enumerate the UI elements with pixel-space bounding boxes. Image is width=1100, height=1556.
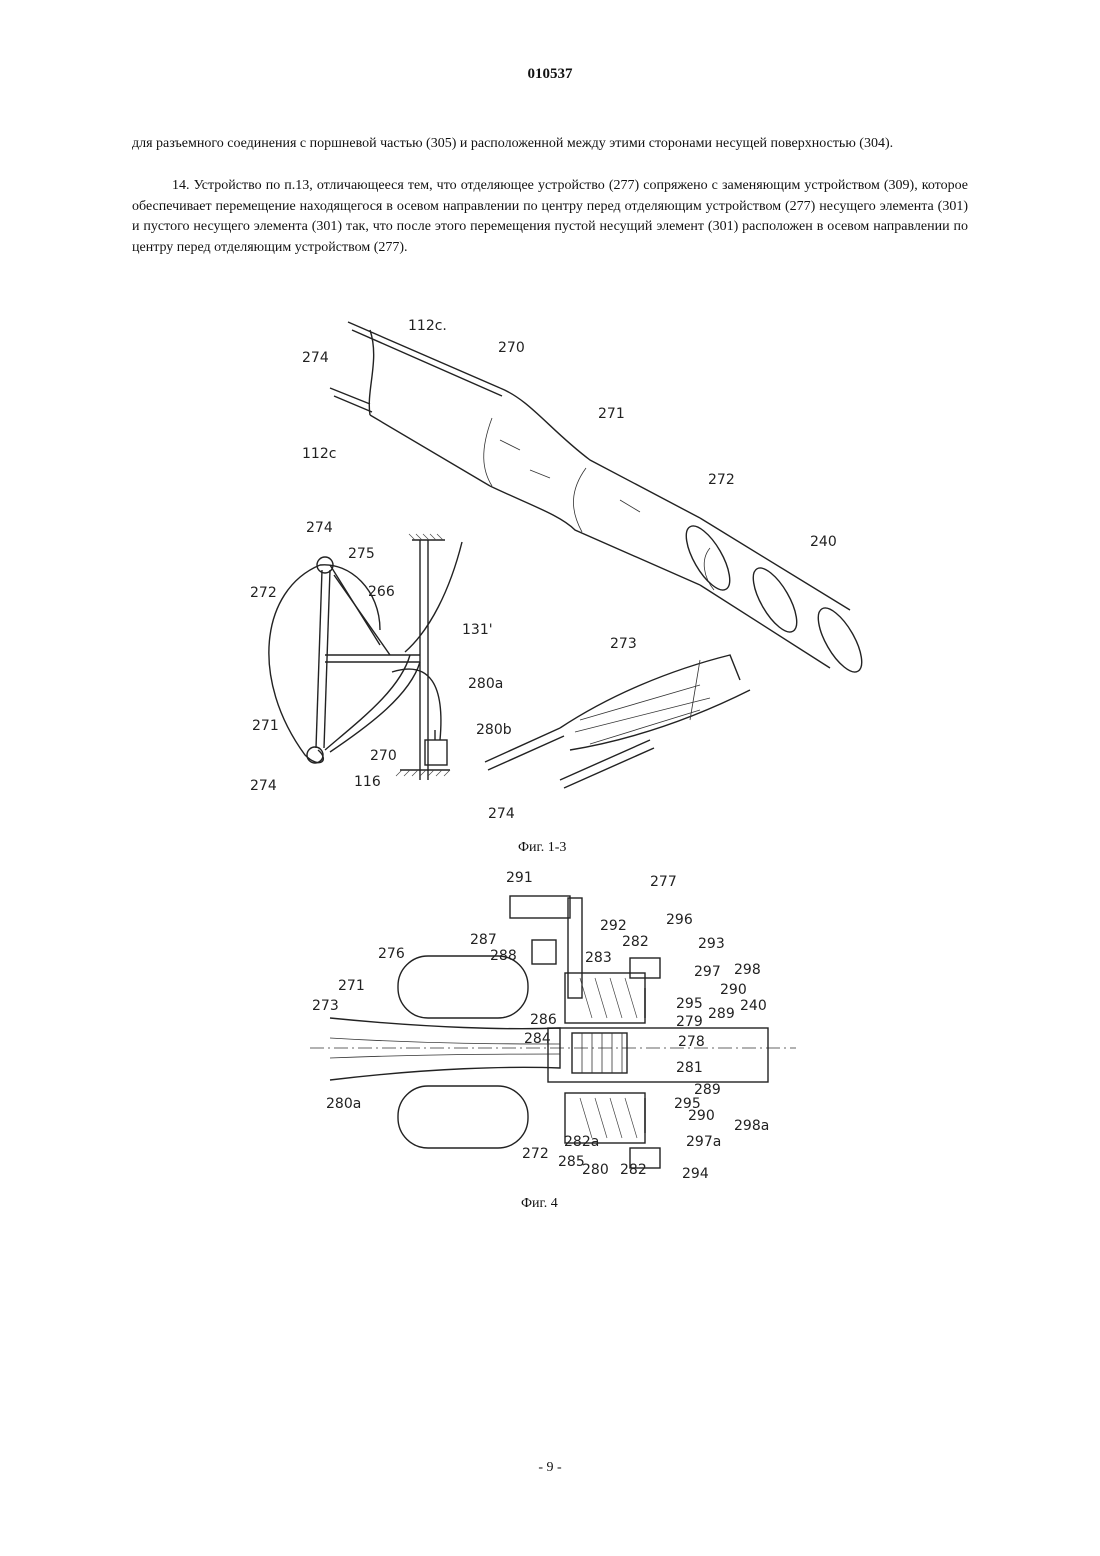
- page-number: - 9 -: [0, 1460, 1100, 1476]
- label-272: 272: [522, 1146, 549, 1162]
- label-273: 273: [610, 636, 637, 652]
- label-277: 277: [650, 874, 677, 890]
- label-286: 286: [530, 1012, 557, 1028]
- figure-4-caption: Фиг. 4: [521, 1196, 558, 1212]
- label-112c-b: 112c: [302, 446, 336, 462]
- label-271: 271: [338, 978, 365, 994]
- label-272-b: 272: [250, 585, 277, 601]
- label-270-b: 270: [370, 748, 397, 764]
- figure-1-3-drawing: 112c. 274 270 112c 271 272 240 274 275 2…: [230, 300, 890, 830]
- document-number: 010537: [0, 66, 1100, 83]
- side-view-drawing: [269, 534, 462, 780]
- label-271-b: 271: [252, 718, 279, 734]
- label-280: 280: [582, 1162, 609, 1178]
- label-274-b: 274: [306, 520, 333, 536]
- label-274-a: 274: [302, 350, 329, 366]
- label-295-a: 295: [676, 996, 703, 1012]
- label-280a: 280a: [326, 1096, 361, 1112]
- label-272-a: 272: [708, 472, 735, 488]
- label-294: 294: [682, 1166, 709, 1182]
- label-240: 240: [740, 998, 767, 1014]
- label-276: 276: [378, 946, 405, 962]
- label-112c-top: 112c.: [408, 318, 447, 334]
- label-289-a: 289: [708, 1006, 735, 1022]
- label-273: 273: [312, 998, 339, 1014]
- paragraph-continuation: для разъемного соединения с поршневой ча…: [132, 134, 968, 155]
- label-271-a: 271: [598, 406, 625, 422]
- label-278: 278: [678, 1034, 705, 1050]
- label-282-b: 282: [620, 1162, 647, 1178]
- sack-drawing: [485, 655, 750, 788]
- label-270-a: 270: [498, 340, 525, 356]
- label-116: 116: [354, 774, 381, 790]
- funnel-tube-drawing: [330, 322, 870, 678]
- label-287: 287: [470, 932, 497, 948]
- label-296: 296: [666, 912, 693, 928]
- label-282a: 282a: [564, 1134, 599, 1150]
- paragraph-claim-14: 14. Устройство по п.13, отличающееся тем…: [132, 176, 968, 258]
- label-285: 285: [558, 1154, 585, 1170]
- label-283: 283: [585, 950, 612, 966]
- label-290-a: 290: [720, 982, 747, 998]
- label-293: 293: [698, 936, 725, 952]
- label-290-b: 290: [688, 1108, 715, 1124]
- label-274-c: 274: [250, 778, 277, 794]
- label-288: 288: [490, 948, 517, 964]
- label-280a: 280a: [468, 676, 503, 692]
- label-279: 279: [676, 1014, 703, 1030]
- label-282-a: 282: [622, 934, 649, 950]
- figure-4-drawing: 291 277 292 296 287 282 293 288 283 297 …: [310, 868, 800, 1188]
- figure-1-3-caption: Фиг. 1-3: [518, 840, 566, 856]
- label-292: 292: [600, 918, 627, 934]
- label-280b: 280b: [476, 722, 512, 738]
- label-297: 297: [694, 964, 721, 980]
- label-275: 275: [348, 546, 375, 562]
- label-284: 284: [524, 1031, 551, 1047]
- label-291: 291: [506, 870, 533, 886]
- label-274-d: 274: [488, 806, 515, 822]
- label-266: 266: [368, 584, 395, 600]
- label-240: 240: [810, 534, 837, 550]
- label-298: 298: [734, 962, 761, 978]
- label-131: 131': [462, 622, 493, 638]
- label-297a: 297a: [686, 1134, 721, 1150]
- label-281: 281: [676, 1060, 703, 1076]
- label-298a: 298a: [734, 1118, 769, 1134]
